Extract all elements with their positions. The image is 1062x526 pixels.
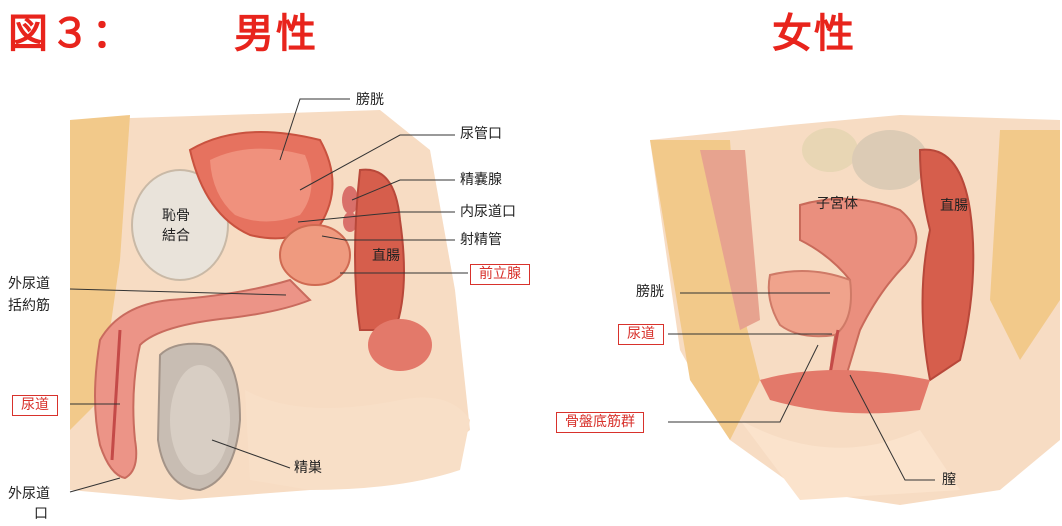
label-rectum-male: 直腸 [372, 248, 400, 265]
label-pelvic-floor-muscles: 骨盤底筋群 [556, 412, 644, 433]
label-vagina: 膣 [942, 472, 956, 489]
label-urethra-male: 尿道 [12, 395, 58, 416]
male-anatomy-illustration [70, 110, 470, 500]
label-bladder-male: 膀胱 [356, 92, 384, 109]
label-bladder-female: 膀胱 [636, 284, 664, 301]
label-external-sphincter-line2: 括約筋 [8, 298, 50, 315]
label-testis: 精巣 [294, 460, 322, 477]
female-anatomy-illustration [650, 115, 1060, 505]
label-uterus: 子宮体 [816, 196, 858, 213]
label-external-sphincter-line1: 外尿道 [8, 276, 50, 293]
label-ureteral-orifice: 尿管口 [460, 126, 502, 143]
label-internal-urethral-orifice: 内尿道口 [460, 204, 516, 221]
label-pubic-symphysis-line2: 結合 [162, 228, 190, 245]
label-seminal-vesicle: 精嚢腺 [460, 172, 502, 189]
label-prostate: 前立腺 [470, 264, 530, 285]
label-rectum-female: 直腸 [940, 198, 968, 215]
label-pubic-symphysis-line1: 恥骨 [162, 208, 190, 225]
label-external-urethral-orifice-line1: 外尿道 [8, 486, 50, 503]
label-external-urethral-orifice-line2: 口 [34, 506, 48, 523]
label-ejaculatory-duct: 射精管 [460, 232, 502, 249]
label-urethra-female: 尿道 [618, 324, 664, 345]
